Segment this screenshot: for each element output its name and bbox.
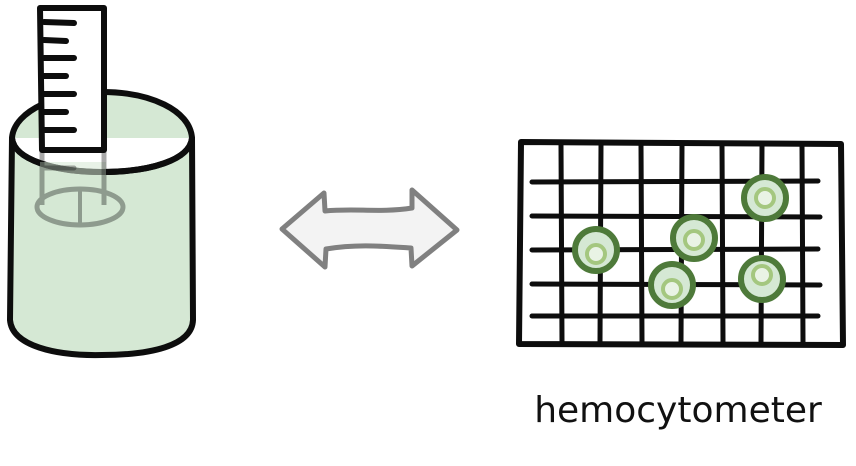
cell-icon: [648, 261, 696, 309]
cell-icon: [738, 255, 786, 303]
container-group: [7, 5, 196, 359]
cell-icon: [670, 214, 718, 262]
cell-icon: [572, 226, 620, 274]
cells: [572, 174, 789, 309]
submerged-ruler: [34, 150, 126, 228]
hemocytometer-label: hemocytometer: [534, 390, 822, 431]
ruler-icon: [37, 5, 107, 153]
cell-icon: [741, 174, 789, 222]
double-arrow-icon: [279, 187, 460, 270]
